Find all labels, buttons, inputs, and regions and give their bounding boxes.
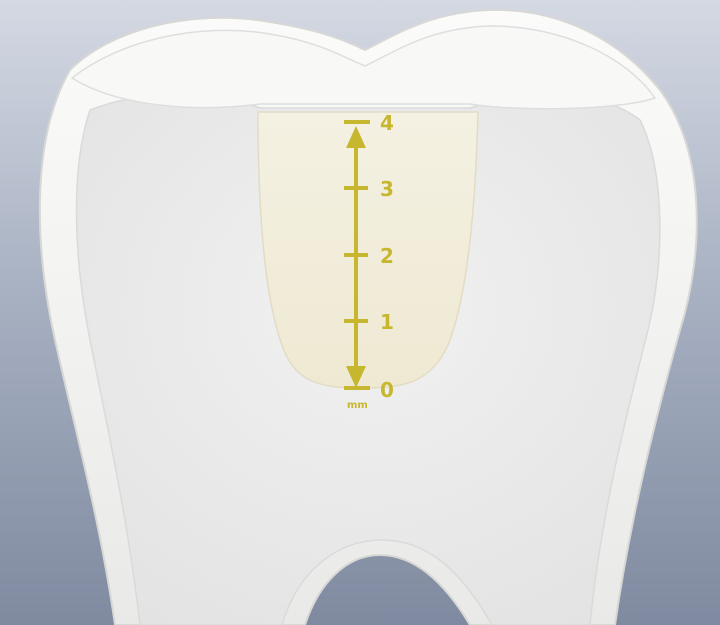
- filling-restoration: [258, 112, 478, 388]
- scale-label-1: 1: [380, 310, 394, 334]
- scale-label-4: 4: [380, 111, 394, 135]
- scale-label-0: 0: [380, 378, 394, 402]
- tooth-occlusal-surface: [72, 26, 655, 109]
- scale-label-2: 2: [380, 244, 394, 268]
- scale-unit-label: mm: [347, 400, 368, 411]
- scale-label-3: 3: [380, 177, 394, 201]
